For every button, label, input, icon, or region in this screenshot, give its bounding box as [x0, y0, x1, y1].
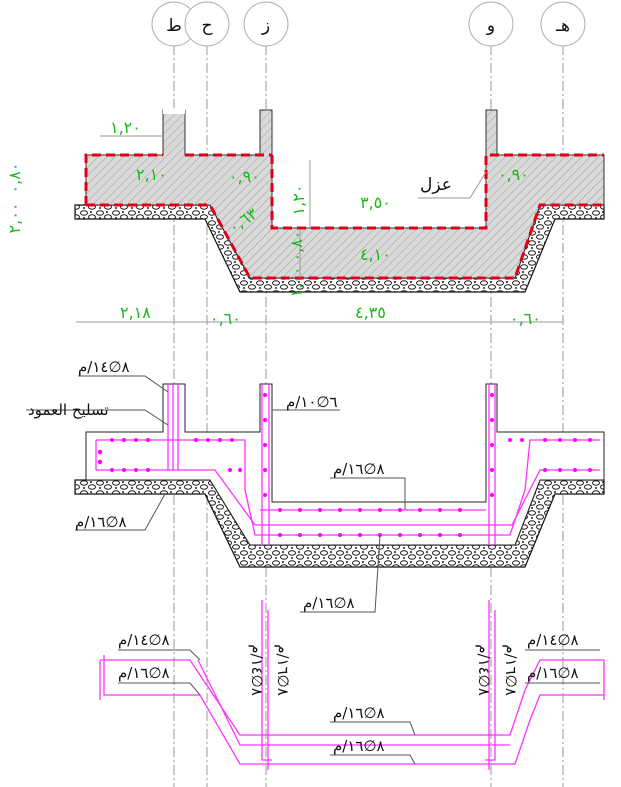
dim-060-left: ٠,٦٠: [210, 309, 241, 328]
dim-090-right: ٠,٩٠: [498, 165, 529, 184]
rebar-label-r2: ٦∅١٠/م: [286, 393, 338, 411]
bar-label-v2: ٨∅١٦/م: [274, 644, 292, 696]
dim-410: ٤,١٠: [360, 245, 391, 264]
bar-label-right-top: ٨∅١٤/م: [527, 631, 579, 649]
axis-label-w: و: [486, 16, 495, 36]
bar-leaders: [118, 649, 600, 765]
dim-080-left: ٠,٨٠: [5, 163, 24, 194]
dim-210: ٢,١٠: [136, 165, 167, 184]
insulation-line: [84, 153, 604, 280]
rebar-label-r1: ٨∅١٤/م: [78, 358, 130, 376]
dim-120-vert: ١,٢٠: [289, 185, 308, 216]
concrete-section: [74, 108, 605, 293]
axis-label-t: ط: [166, 16, 182, 36]
bar-label-left-bottom: ٨∅١٦/م: [118, 664, 170, 682]
section1-dimensions: [76, 135, 563, 323]
concrete-outline-2: [85, 383, 605, 546]
bar-label-center-bottom: ٨∅١٦/م: [333, 737, 385, 755]
dim-350: ٣,٥٠: [360, 193, 391, 212]
bar-label-right-bottom: ٨∅١٦/م: [527, 664, 579, 682]
dim-218: ٢,١٨: [120, 303, 151, 322]
dim-090-left: ٠,٩٠: [229, 167, 260, 186]
dim-120-top: ١,٢٠: [110, 118, 141, 137]
dim-200-left: ٢,٠٠: [5, 203, 24, 234]
axis-label-z: ز: [261, 16, 270, 36]
bar-label-v1: ٨∅١٤/م: [248, 644, 266, 696]
bar-shapes: [99, 600, 605, 770]
dim-080-mid: ٠,٨٠: [287, 231, 306, 262]
bar-label-v4: ٨∅١٦/م: [502, 644, 520, 696]
dim-060-right: ٠,٦٠: [510, 309, 541, 328]
axis-label-h: ح: [202, 16, 213, 36]
bar-label-left-top: ٨∅١٤/م: [118, 631, 170, 649]
bar-label-center-top: ٨∅١٦/م: [333, 704, 385, 722]
rebar-label-r3: ٨∅١٦/م: [333, 460, 385, 478]
axis-label-e: هـ: [555, 16, 570, 36]
rebar-label-r5: ٨∅١٦/م: [303, 594, 355, 612]
rebar-label-r4: ٨∅١٦/م: [75, 513, 127, 531]
column-rebar-label: تسليح العمود: [28, 401, 109, 419]
rebar-dots: [97, 393, 592, 537]
grid-axes: ط ح ز و هـ: [151, 1, 586, 787]
isolation-label: عزل: [420, 175, 452, 195]
dim-100-mid: ١,٠٠: [287, 267, 306, 298]
reinforced-section: [26, 375, 605, 613]
bar-label-v3: ٨∅١٤/م: [475, 644, 493, 696]
dim-435: ٤,٣٥: [355, 303, 386, 322]
